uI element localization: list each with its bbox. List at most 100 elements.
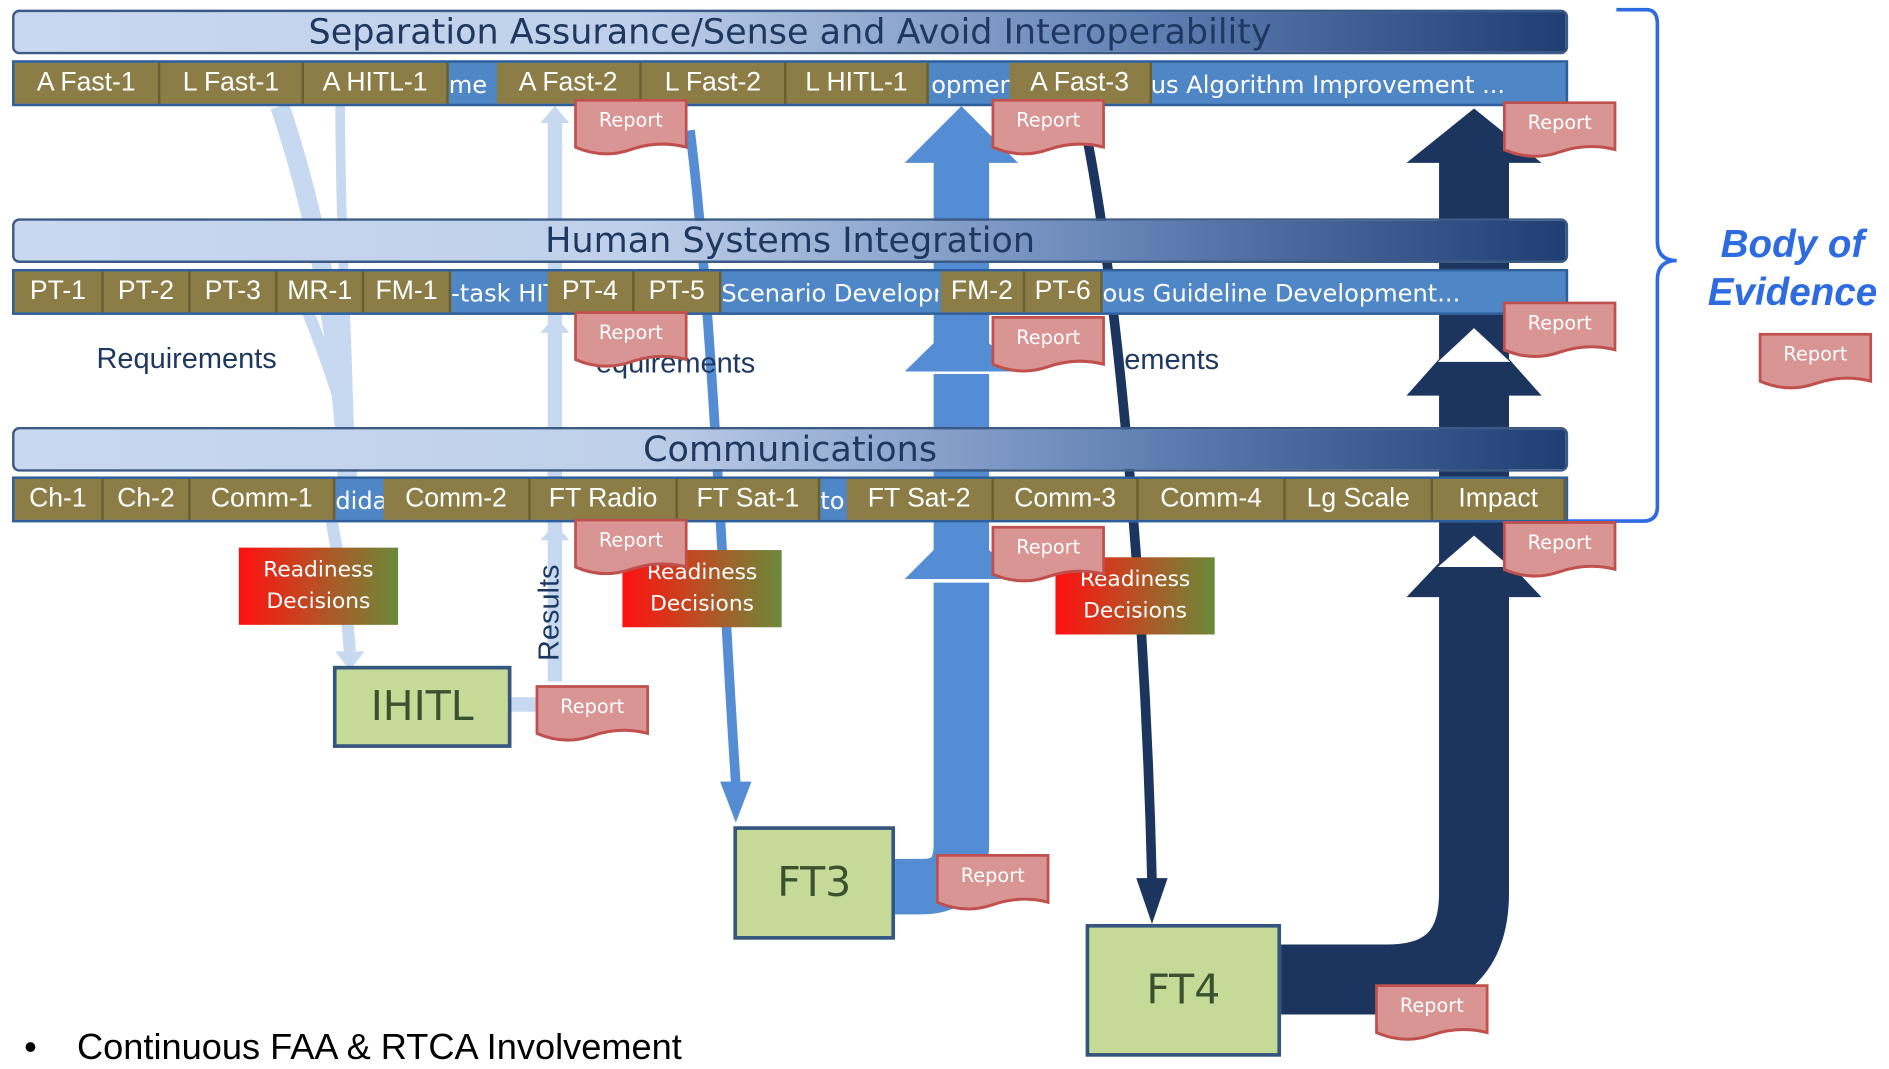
segment-l-fast-2[interactable]: L Fast-2 [641,62,787,104]
to-ft3-arrowhead [720,781,752,823]
segment-ft-sat-2[interactable]: FT Sat-2 [846,478,994,520]
light-flow-3 [302,308,354,436]
segment-fm-2[interactable]: FM-2 [940,271,1026,313]
evidence-brace [1568,7,1677,523]
segment-a-fast-3[interactable]: A Fast-3 [1009,62,1152,104]
report-label: Report [1527,311,1592,335]
boe-line-2: Evidence [1707,270,1878,314]
report-document-icon: Report [1502,101,1617,158]
segment-a-fast-1[interactable]: A Fast-1 [14,62,161,104]
report-document-icon: Report [574,98,688,156]
segment-ft-radio[interactable]: FT Radio [530,478,678,520]
report-document-icon: Report [1758,332,1873,390]
report-document-icon: Report [1502,521,1617,578]
report-label: Report [1016,325,1081,349]
ft3-return-head-mid [904,316,1019,372]
report-label: Report [1527,530,1592,554]
report-document-icon: Report [574,311,688,368]
band-title-comm: Communications [643,428,938,470]
report-label: Report [598,108,663,132]
segment-lg-scale[interactable]: Lg Scale [1285,478,1434,520]
segment-pt-2[interactable]: PT-2 [103,271,191,313]
segment-comm-1[interactable]: Comm-1 [190,478,336,520]
segment-pt-6[interactable]: PT-6 [1025,271,1103,313]
band3-bg-fragment-2: to [820,486,845,516]
segment-a-hitl-1[interactable]: A HITL-1 [303,62,449,104]
band-title-separation: Separation Assurance/Sense and Avoid Int… [308,10,1272,52]
ft3-box[interactable]: FT3 [733,826,896,940]
boe-line-1: Body of [1720,221,1865,266]
ft4-notch-2 [1437,535,1511,567]
bullet-dot: • [24,1027,78,1068]
segment-l-hitl-1[interactable]: L HITL-1 [786,62,929,104]
requirements-label-partial-2: ements [1124,343,1220,377]
ft3-return-head-top [904,106,1019,163]
report-label: Report [1527,110,1592,134]
ihitl-box[interactable]: IHITL [332,665,512,748]
report-document-icon: Report [574,518,688,576]
band1-bg-fragment-3: us Algorithm Improvement ... [1150,69,1506,99]
band-title-bar-hsi: Human Systems Integration [12,218,1569,263]
segment-ch-2[interactable]: Ch-2 [103,478,191,520]
segment-fm-1[interactable]: FM-1 [364,271,452,313]
ft4-return-arrow [1281,144,1510,1015]
report-document-icon: Report [991,316,1105,373]
results-arrowhead-low [540,523,570,541]
light-flow-arrowhead [335,651,365,671]
segment-pt-4[interactable]: PT-4 [547,271,635,313]
segment-pt-3[interactable]: PT-3 [190,271,278,313]
readiness-line-1: Readiness [263,557,374,583]
bullet-line: • Continuous FAA & RTCA Involvement [24,1028,682,1069]
segment-pt-1[interactable]: PT-1 [14,271,104,313]
segment-comm-4[interactable]: Comm-4 [1138,478,1286,520]
band1-bg-fragment-1: me [448,69,488,99]
report-document-icon: Report [991,525,1105,583]
segment-impact[interactable]: Impact [1433,478,1566,520]
band2-bg-fragment-1: -task HIT [451,278,548,308]
band-strip-comm: dida to Ch-1 Ch-2 Comm-1 Comm-2 FT Radio… [12,476,1569,523]
ft3-return-head-low [904,522,1019,579]
ft4-notch-1 [1437,328,1511,362]
report-document-icon: Report [991,98,1105,156]
readiness-line-2: Decisions [1083,598,1187,624]
readiness-decisions-1: Readiness Decisions [238,547,399,625]
band-title-bar-separation: Separation Assurance/Sense and Avoid Int… [12,9,1569,55]
report-label: Report [1783,342,1848,366]
segment-l-fast-1[interactable]: L Fast-1 [160,62,304,104]
report-document-icon: Report [1502,301,1617,358]
results-arrowhead-top [540,106,570,124]
segment-ft-sat-1[interactable]: FT Sat-1 [677,478,821,520]
band3-bg-fragment-1: dida [335,486,386,516]
readiness-line-2: Decisions [266,588,371,614]
segment-a-fast-2[interactable]: A Fast-2 [496,62,642,104]
report-label: Report [1399,993,1464,1017]
band1-bg-fragment-2: opmen [931,69,1015,99]
readiness-decisions-3: Readiness Decisions [1055,557,1215,635]
report-document-icon: Report [936,854,1050,911]
bullet-text: Continuous FAA & RTCA Involvement [77,1027,682,1068]
results-label: Results [533,564,566,662]
segment-comm-2[interactable]: Comm-2 [383,478,531,520]
band-strip-hsi: -task HIT Scenario Developr ous Guidelin… [12,268,1569,315]
requirements-label: Requirements [96,342,277,376]
readiness-line-2: Decisions [650,591,754,617]
segment-ch-1[interactable]: Ch-1 [14,478,104,520]
report-document-icon: Report [1375,984,1489,1041]
body-of-evidence-label: Body of Evidence [1694,220,1889,316]
band-title-hsi: Human Systems Integration [545,219,1036,261]
band2-bg-fragment-2: Scenario Developr [721,278,939,308]
segment-pt-5[interactable]: PT-5 [634,271,722,313]
results-arrowhead-mid [540,316,570,333]
report-label: Report [598,528,663,552]
band2-bg-fragment-3: ous Guideline Development... [1102,278,1461,308]
report-label: Report [1016,535,1081,559]
segment-mr-1[interactable]: MR-1 [277,271,365,313]
to-ft4-arrowhead [1136,878,1168,924]
ft4-box[interactable]: FT4 [1085,923,1282,1057]
band-title-bar-comm: Communications [12,427,1569,472]
report-document-icon: Report [535,685,649,742]
report-label: Report [560,694,625,718]
ihitl-connector [511,697,538,712]
segment-comm-3[interactable]: Comm-3 [993,478,1139,520]
report-label: Report [598,320,663,344]
